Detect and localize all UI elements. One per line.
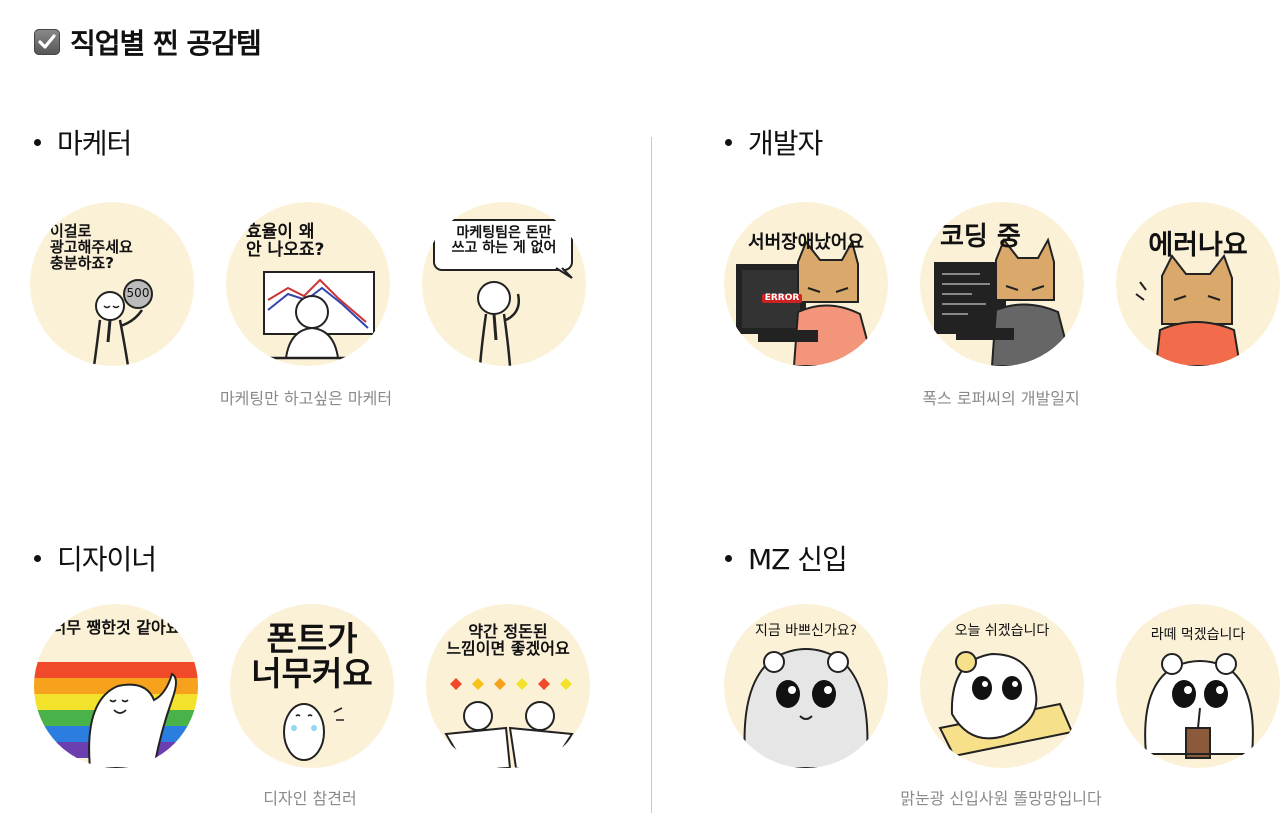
sticker-row-developer: ERROR 서버장애났어요 코딩 중 에러나요 (724, 202, 1280, 366)
bear-sleeping-illustration (938, 651, 1074, 758)
sticker-text: 오늘 쉬겠습니다 (954, 623, 1050, 639)
caption-designer: 디자인 참견러 (263, 789, 357, 808)
bullet-icon (725, 554, 732, 562)
section-title: MZ 신입 (748, 543, 848, 576)
caption-mz: 맑눈광 신입사원 똘망망입니다 (900, 789, 1102, 808)
section-developer: 개발자 (725, 124, 823, 160)
sticker-developer-error[interactable]: 에러나요 (1116, 202, 1280, 366)
sticker-text: 마케팅팀은 돈만 쓰고 하는 게 없어 (451, 225, 557, 256)
hearts-figures-illustration (444, 678, 574, 768)
sticker-mz-taking-off[interactable]: 오늘 쉬겠습니다 (920, 604, 1084, 768)
caption-marketer: 마케팅만 하고싶은 마케터 (219, 389, 393, 408)
bullet-icon (34, 554, 41, 562)
section-title: 마케터 (57, 127, 132, 160)
section-title: 디자이너 (57, 543, 157, 576)
sticker-row-mz: 지금 바쁘신가요? 오늘 쉬겠습니다 라떼 먹겠습니다 (724, 604, 1280, 768)
bullet-icon (725, 138, 732, 146)
sticker-text: 서버장애났어요 (748, 232, 864, 253)
sticker-mz-are-you-busy[interactable]: 지금 바쁘신가요? (724, 604, 888, 768)
speech-bubble-illustration (433, 219, 573, 366)
fox-at-computer-illustration (736, 239, 876, 366)
caption-developer: 폭스 로퍼씨의 개발일지 (922, 389, 1080, 408)
sticker-mz-latte[interactable]: 라떼 먹겠습니다 (1116, 604, 1280, 768)
graph-illustration (256, 271, 375, 360)
sticker-designer-neater[interactable]: 약간 정돈된 느낌이면 좋겠어요 (426, 604, 590, 768)
sticker-marketer-ad[interactable]: 이걸로 광고해주세요 충분하죠? 500 (30, 202, 194, 366)
stick-figure-illustration (92, 279, 153, 366)
coin-badge: 500 (126, 286, 150, 300)
section-title: 개발자 (748, 127, 823, 160)
sticker-text: 코딩 중 (940, 222, 1021, 252)
section-marketer: 마케터 (34, 124, 132, 160)
sticker-text: 효율이 왜 안 나오죠? (246, 222, 325, 260)
error-badge: ERROR (762, 293, 802, 304)
sticker-row-designer: 너무 쨍한것 같아요 폰트가 너무커요 약간 정돈된 느낌이면 좋겠어요 (34, 604, 622, 768)
sticker-developer-server-down[interactable]: ERROR 서버장애났어요 (724, 202, 888, 366)
sticker-designer-too-bright[interactable]: 너무 쨍한것 같아요 (34, 604, 198, 768)
sticker-text: 라떼 먹겠습니다 (1150, 627, 1246, 643)
section-designer: 디자이너 (34, 540, 157, 576)
sticker-designer-font-too-big[interactable]: 폰트가 너무커요 (230, 604, 394, 768)
page-title: 직업별 찐 공감템 (34, 24, 262, 60)
section-mz-newbie: MZ 신입 (725, 540, 848, 576)
rainbow-illustration (34, 662, 198, 768)
sticker-marketer-spending[interactable]: 마케팅팀은 돈만 쓰고 하는 게 없어 (422, 202, 586, 366)
bear-peeking-illustration (743, 648, 869, 768)
sticker-row-marketer: 이걸로 광고해주세요 충분하죠? 500 효율이 왜 안 나오죠? (30, 202, 618, 366)
crying-figure-illustration (283, 703, 344, 761)
sticker-text: 폰트가 너무커요 (251, 619, 373, 693)
page-title-text: 직업별 찐 공감템 (70, 27, 262, 60)
sticker-text: 너무 쨍한것 같아요 (51, 618, 181, 637)
fox-worried-illustration (1135, 253, 1242, 366)
column-divider (651, 137, 652, 813)
checkbox-icon (34, 29, 60, 55)
sticker-developer-coding[interactable]: 코딩 중 (920, 202, 1084, 366)
sticker-text: 이걸로 광고해주세요 충분하죠? (50, 222, 133, 272)
bullet-icon (34, 138, 41, 146)
sticker-text: 에러나요 (1148, 230, 1248, 261)
sticker-text: 약간 정돈된 느낌이면 좋겠어요 (446, 622, 570, 658)
sticker-text: 지금 바쁘신가요? (754, 623, 858, 639)
bear-latte-illustration (1136, 653, 1262, 759)
sticker-marketer-efficiency[interactable]: 효율이 왜 안 나오죠? (226, 202, 390, 366)
fox-coding-illustration (934, 237, 1074, 366)
